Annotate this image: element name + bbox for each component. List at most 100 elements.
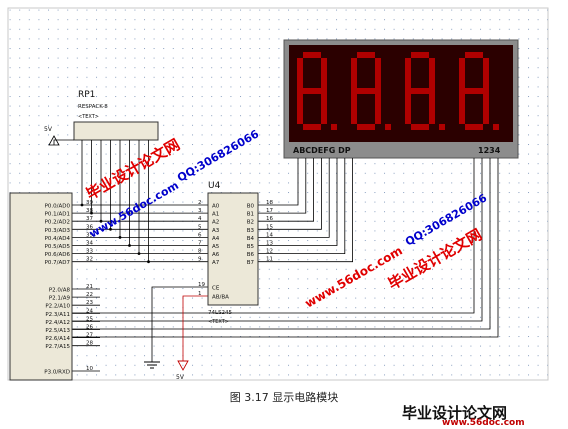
ic-right-pin-number: 15	[266, 224, 273, 230]
figure-caption: 图 3.17 显示电路模块	[229, 391, 339, 404]
ic-left-pin-label: A7	[212, 260, 220, 266]
mcu-pin-number: 39	[86, 200, 93, 206]
power-symbol: 5V	[176, 360, 189, 381]
mcu-pin-number: 35	[86, 232, 93, 238]
ic-right-pin-label: B6	[247, 252, 255, 258]
segment-label: ABCDEFG DP	[293, 146, 351, 155]
footer-url: www.56doc.com	[442, 418, 525, 428]
mcu-pin-label: P2.5/A13	[45, 328, 70, 334]
ic-right-pin-number: 13	[266, 241, 273, 247]
ic-ctrl-pin-number: 19	[198, 282, 205, 288]
resistor-pack: RP1 RESPACK-8 <TEXT> 5V	[44, 90, 159, 146]
mcu-pin-label: P3.0/RXD	[44, 370, 70, 376]
ic-ctrl-pin-number: 1	[198, 291, 202, 297]
ic-right-pin-label: B4	[247, 236, 255, 242]
mcu-pin-label: P2.7/A15	[45, 344, 70, 350]
mcu-pin-label: P0.3/AD3	[45, 228, 71, 234]
ic-left-pin-label: A0	[212, 204, 220, 210]
ic-left-pin-number: 7	[198, 241, 202, 247]
ic-right-pin-number: 16	[266, 216, 273, 222]
ic-left-pin-label: A4	[212, 236, 220, 242]
ic-left-pin-label: A5	[212, 244, 220, 250]
mcu-pin-label: P2.6/A14	[45, 336, 70, 342]
footer-logo: 毕业设计论文网	[402, 404, 508, 422]
ic-right-pin-number: 11	[266, 257, 273, 263]
supply-label: 5V	[44, 126, 53, 133]
ic-left-pin-label: A1	[212, 212, 219, 218]
mcu-pin-label: P2.1/A9	[49, 296, 71, 302]
digit-4	[459, 52, 499, 130]
seven-segment-display: ABCDEFG DP 1234	[283, 39, 519, 159]
ic-left-pin-label: A6	[212, 252, 220, 258]
mcu-pin-label: P0.2/AD2	[45, 220, 70, 226]
ic-right-pin-label: B0	[247, 204, 255, 210]
ic-left-pin-number: 3	[198, 208, 202, 214]
display-digits	[297, 52, 499, 130]
ground-symbol	[144, 350, 160, 369]
resistor-text: <TEXT>	[78, 114, 99, 120]
ic-left-pin-number: 8	[198, 249, 202, 255]
ic-right-pin-number: 17	[266, 208, 273, 214]
mcu-pin-number: 32	[86, 257, 93, 263]
buffer-ref: U4	[208, 181, 221, 191]
mcu-pin-number: 23	[86, 300, 93, 306]
mcu-pin-number: 22	[86, 292, 93, 298]
digit-2	[351, 52, 391, 130]
mcu-pin-label: P0.4/AD4	[45, 236, 71, 242]
ic-right-pin-label: B5	[247, 244, 255, 250]
ic-ctrl-pin-label: AB/BA	[212, 295, 229, 301]
digit-3	[405, 52, 445, 130]
mcu-pin-label: P0.6/AD6	[45, 252, 71, 258]
ic-left-pin-number: 6	[198, 232, 202, 238]
buffer-text: <TEXT>	[208, 319, 229, 325]
ic-right-pin-number: 18	[266, 200, 273, 206]
decimal-point	[493, 124, 499, 130]
ic-right-pin-number: 12	[266, 249, 273, 255]
mcu-pin-number: 27	[86, 333, 93, 339]
decimal-point	[331, 124, 337, 130]
mcu-pin-number: 25	[86, 316, 93, 322]
buffer-part: 74LS245	[208, 310, 233, 316]
resistor-ref: RP1	[78, 90, 95, 100]
mcu-pin-number: 34	[86, 241, 93, 247]
decimal-point	[385, 124, 391, 130]
ic-left-pin-number: 4	[198, 216, 202, 222]
ic-right-pin-number: 14	[266, 232, 273, 238]
power-label: 5V	[176, 374, 185, 381]
ic-left-pin-number: 9	[198, 257, 202, 263]
mcu-pin-label: P0.1/AD1	[45, 212, 70, 218]
mcu-pin-label: P0.7/AD7	[45, 260, 71, 266]
mcu-pin-label: P2.2/A10	[45, 304, 70, 310]
mcu-pin-label: P2.0/A8	[49, 288, 71, 294]
mcu-pin-label: P0.0/AD0	[45, 204, 71, 210]
digit-1	[297, 52, 337, 130]
decimal-point	[439, 124, 445, 130]
mcu-pin-number: 33	[86, 249, 93, 255]
ic-right-pin-label: B1	[247, 212, 254, 218]
mcu-pin-number: 28	[86, 341, 93, 347]
mcu-pin-number: 10	[86, 366, 93, 372]
resistor-part: RESPACK-8	[78, 104, 108, 110]
mcu-pin-label: P2.3/A11	[45, 312, 70, 318]
digit-label: 1234	[478, 146, 501, 155]
mcu-pin-number: 24	[86, 308, 93, 314]
mcu-pin-label: P0.5/AD5	[45, 244, 71, 250]
ic-ctrl-pin-label: CE	[212, 286, 220, 292]
mcu-pin-number: 36	[86, 224, 93, 230]
wiring	[72, 140, 499, 372]
ic-right-pin-label: B3	[247, 228, 255, 234]
ic-right-pin-label: B7	[247, 260, 255, 266]
ic-left-pin-number: 2	[198, 200, 202, 206]
mcu-pin-number: 38	[86, 208, 93, 214]
mcu-pin-number: 26	[86, 325, 93, 331]
ic-left-pin-number: 5	[198, 224, 202, 230]
mcu-pin-label: P2.4/A12	[45, 320, 70, 326]
mcu-pin-number: 37	[86, 216, 93, 222]
ic-left-pin-label: A3	[212, 228, 220, 234]
ic-left-pin-label: A2	[212, 220, 219, 226]
mcu-pin-number: 21	[86, 284, 93, 290]
ic-right-pin-label: B2	[247, 220, 254, 226]
